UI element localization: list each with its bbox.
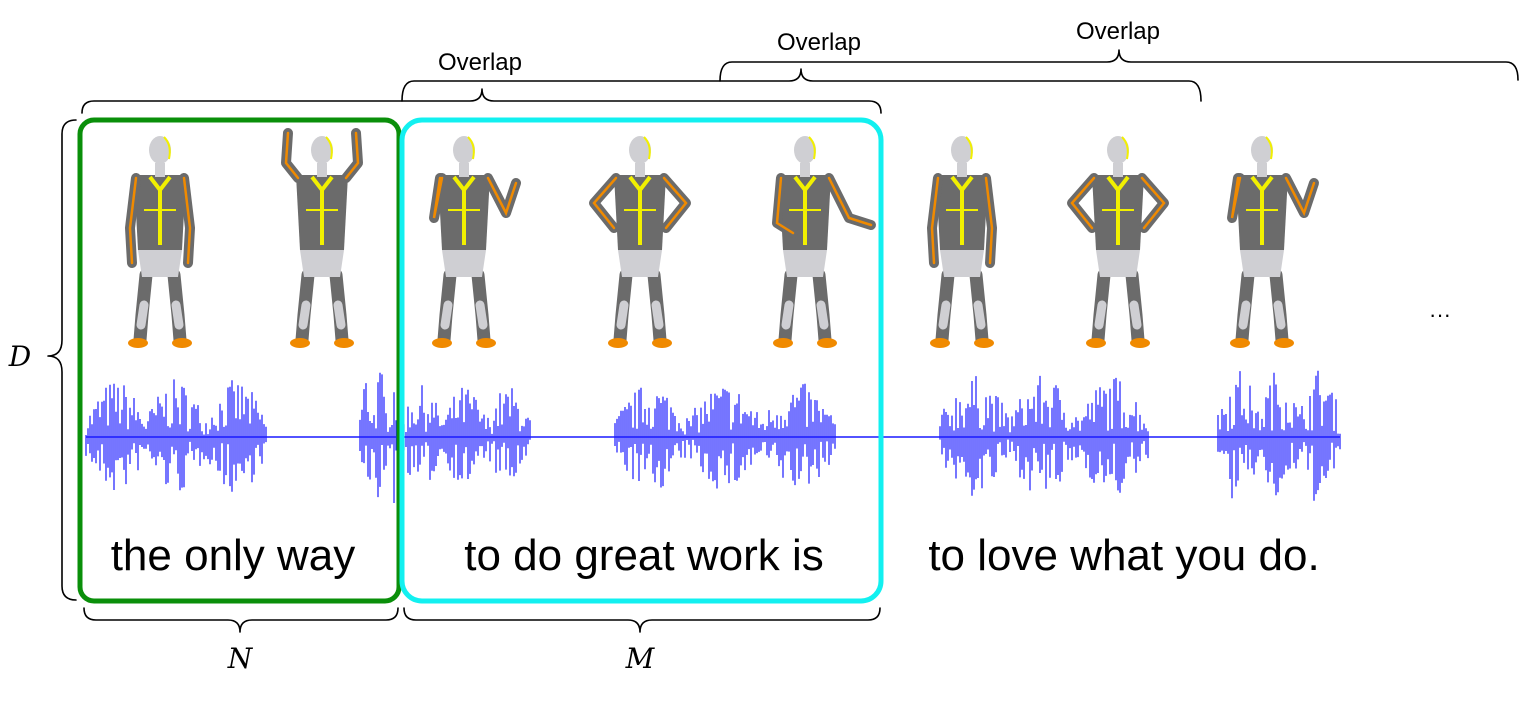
window-m-label: M [625, 642, 656, 675]
top-brace-2 [401, 68, 1202, 102]
window-n-box [77, 117, 402, 604]
ellipsis: ··· [1429, 302, 1451, 327]
avatar-figure [589, 136, 691, 348]
depth-brace [47, 119, 77, 601]
top-brace-3 [719, 49, 1519, 82]
phrase-3: to love what you do. [928, 531, 1319, 580]
avatar-figure [429, 136, 521, 348]
bottom-brace-n [83, 607, 399, 633]
bottom-brace-m [403, 607, 881, 633]
avatar-figure [281, 128, 363, 348]
avatar-figure [772, 136, 876, 348]
avatar-figure [125, 136, 195, 348]
avatar-figure [1067, 136, 1169, 348]
figures-row [125, 128, 1319, 348]
window-m-box [399, 117, 884, 604]
audio-waveform [85, 370, 1341, 503]
overlap-label-3: Overlap [1076, 18, 1160, 45]
phrase-2: to do great work is [464, 531, 824, 580]
top-brace-1 [81, 88, 882, 114]
avatar-figure [1227, 136, 1319, 348]
waveform-signal [85, 370, 1341, 503]
overlap-label-2: Overlap [777, 29, 861, 56]
overlap-label-1: Overlap [438, 49, 522, 76]
depth-label: D [8, 340, 31, 373]
window-n-label: N [227, 642, 254, 675]
avatar-figure [927, 136, 997, 348]
phrase-1: the only way [111, 531, 356, 580]
